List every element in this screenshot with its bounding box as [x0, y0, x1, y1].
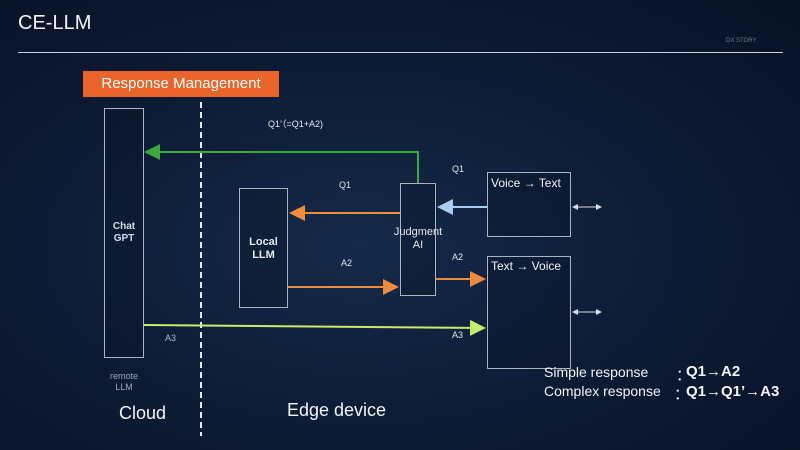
complex-response-value: Q1→Q1’→A3: [686, 383, 780, 400]
local-llm-box: [239, 188, 288, 308]
edge-label-q1-local: Q1: [339, 180, 352, 190]
simple-response-colon: ：: [676, 367, 692, 384]
edge-label-a2-voice: A2: [452, 252, 464, 262]
cloud-region-label: Cloud: [119, 403, 167, 423]
voice-to-text-box: [487, 172, 571, 237]
complex-response-label: Complex response: [544, 383, 661, 399]
edge-label-q1-judge: Q1: [452, 164, 465, 174]
arrow-q1-prime: [144, 144, 419, 183]
edge-label-a2-local: A2: [341, 258, 353, 268]
header-divider: [18, 52, 783, 53]
text-to-voice-box: [487, 256, 571, 369]
remote-llm-label: remote LLM: [109, 371, 138, 392]
chatgpt-label: Chat GPT: [112, 221, 136, 244]
corner-note: DX STORY: [726, 38, 757, 44]
edge-region-label: Edge device: [287, 400, 387, 420]
complex-response-colon: ：: [674, 386, 690, 403]
arrow-a3: [143, 319, 486, 336]
local-llm-label: Local LLM: [249, 236, 278, 261]
simple-response-label: Simple response: [544, 364, 649, 380]
chatgpt-box: [104, 108, 144, 358]
edge-label-a3-cloud: A3: [165, 333, 177, 343]
judgment-ai-box: [400, 183, 436, 296]
edge-label-q1-prime: Q1’（=Q1+A2): [268, 119, 324, 129]
judgment-ai-label: Judgment AI: [393, 226, 443, 251]
voice-to-text-label: Voice → Text: [491, 176, 561, 190]
slide-title: CE-LLM: [18, 12, 92, 34]
edge-label-a3-edge: A3: [452, 330, 464, 340]
text-to-voice-label: Text → Voice: [491, 259, 562, 273]
simple-response-value: Q1→A2: [686, 363, 741, 380]
response-management-label: Response Management: [83, 71, 279, 97]
